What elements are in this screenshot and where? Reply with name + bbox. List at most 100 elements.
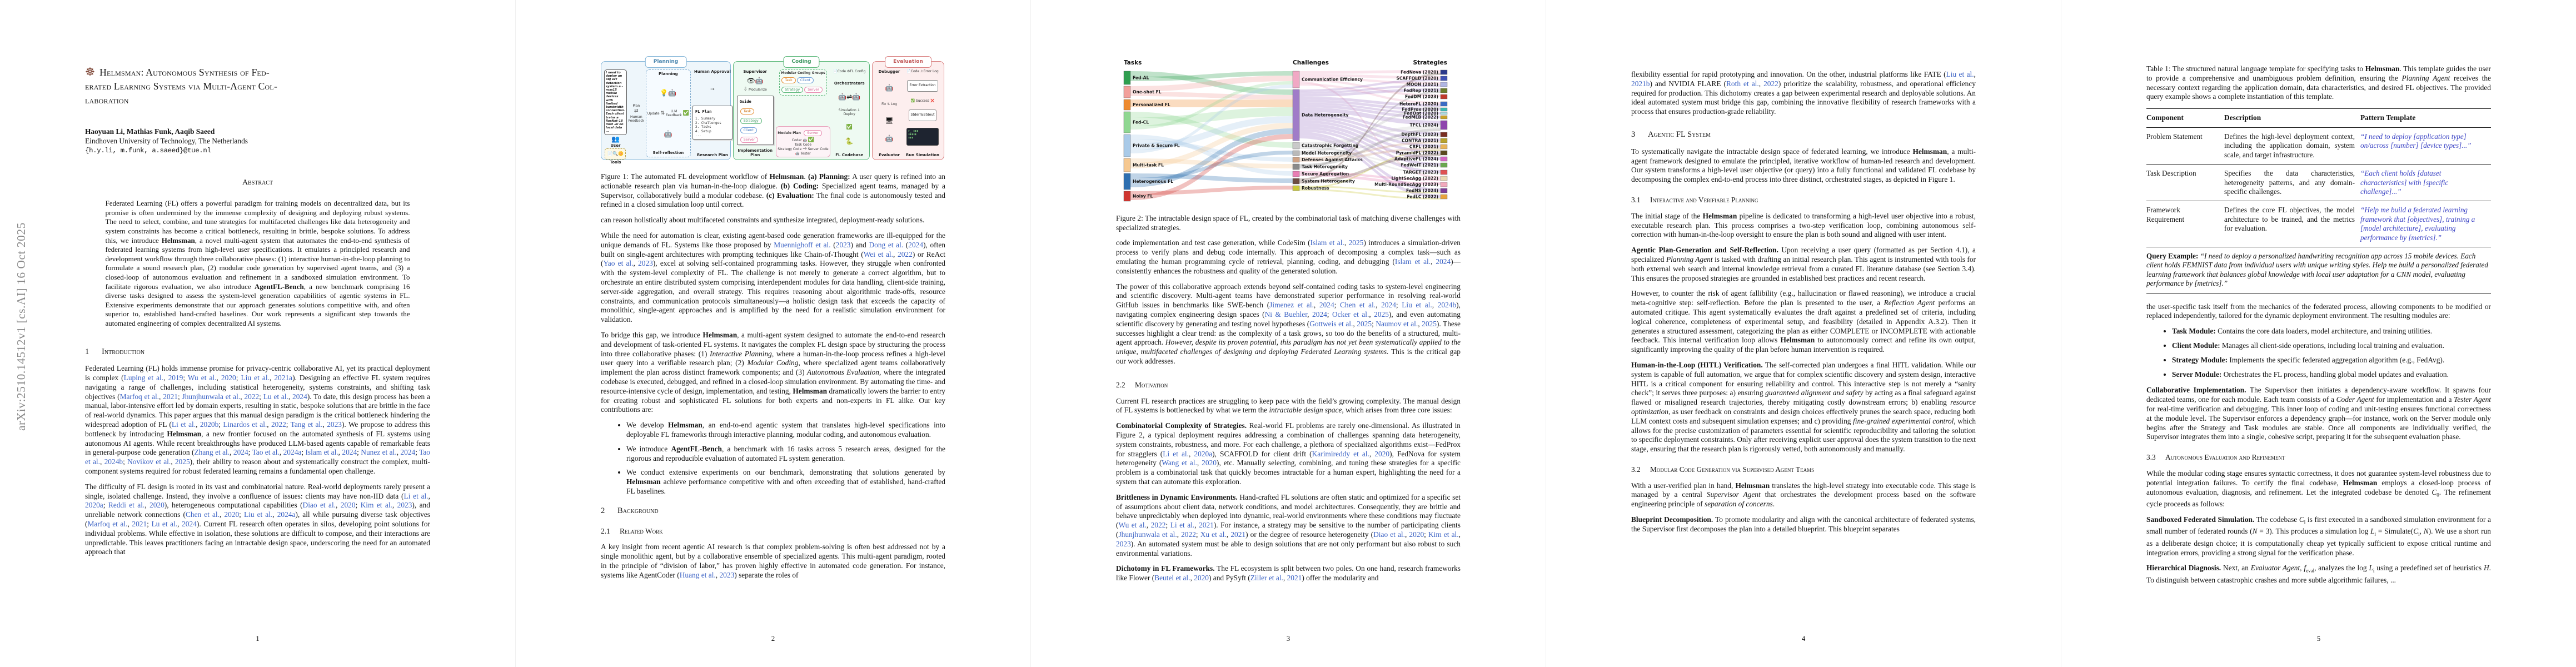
citation-link[interactable]: Islam et al. — [305, 448, 338, 457]
citation-link[interactable]: Ocker et al. — [1332, 310, 1369, 318]
citation-link[interactable]: Li et al. — [1163, 449, 1189, 458]
citation-link[interactable]: Kim et al. — [360, 501, 392, 510]
citation-link[interactable]: 2022 — [1150, 521, 1166, 530]
citation-link[interactable]: Ni & Buehler — [1264, 310, 1308, 318]
citation-link[interactable]: Nunez et al. — [361, 448, 397, 457]
citation-link[interactable]: 2024b — [104, 457, 123, 466]
citation-link[interactable]: Li et al. — [171, 420, 196, 429]
citation-link[interactable]: Kim et al. — [1428, 530, 1459, 539]
citation-link[interactable]: Diao et al. — [1373, 530, 1405, 539]
citation-link[interactable]: 2024 — [1319, 301, 1334, 310]
citation-link[interactable]: 2020a — [85, 501, 103, 510]
citation-link[interactable]: Chen et al. — [185, 510, 220, 519]
citation-link[interactable]: 2021 — [1230, 530, 1246, 539]
citation-link[interactable]: 2024 — [908, 240, 924, 249]
citation-link[interactable]: 2020 — [340, 501, 356, 510]
citation-link[interactable]: 2024 — [233, 448, 248, 457]
citation-link[interactable]: 2024a — [283, 448, 302, 457]
citation-link[interactable]: 2024 — [1312, 310, 1327, 318]
citation-link[interactable]: 2020 — [221, 374, 236, 382]
citation-link[interactable]: 2025 — [1357, 319, 1372, 328]
citation-link[interactable]: Ziller et al. — [1250, 574, 1283, 583]
citation-link[interactable]: Li et al. — [1170, 521, 1195, 530]
citation-link[interactable]: 2020a — [1194, 449, 1213, 458]
citation-link[interactable]: 2020b — [200, 420, 219, 429]
citation-link[interactable]: 2021 — [1199, 521, 1214, 530]
citation-link[interactable]: 2025 — [1422, 319, 1437, 328]
citation-link[interactable]: Beutel et al. — [1154, 574, 1190, 583]
citation-link[interactable]: 2023 — [638, 259, 653, 268]
citation-link[interactable]: 2021b — [1631, 79, 1650, 88]
citation-link[interactable]: 2024 — [292, 392, 307, 401]
citation-link[interactable]: 2023 — [397, 501, 412, 510]
citation-link[interactable]: Li et al. — [403, 491, 428, 500]
citation-link[interactable]: Marfoq et al. — [87, 520, 128, 529]
citation-link[interactable]: Roth et al. — [1726, 79, 1759, 88]
citation-link[interactable]: Wu et al. — [187, 374, 217, 382]
citation-link[interactable]: Huang et al. — [679, 570, 716, 579]
citation-link[interactable]: 2022 — [1763, 79, 1778, 88]
citation-link[interactable]: Marfoq et al. — [119, 392, 160, 401]
citation-link[interactable]: 2022 — [244, 392, 260, 401]
citation-link[interactable]: Wu et al. — [1118, 521, 1147, 530]
citation-link[interactable]: 2023 — [835, 240, 851, 249]
citation-link[interactable]: 2020 — [1202, 459, 1217, 467]
citation-link[interactable]: Naumov et al. — [1376, 319, 1418, 328]
citation-link[interactable]: 2021 — [163, 392, 178, 401]
citation-link[interactable]: 2020 — [150, 501, 165, 510]
citation-link[interactable]: Jhunjhunwala et al. — [1118, 530, 1177, 539]
citation-link[interactable]: Islam et al. — [1394, 257, 1431, 266]
citation-link[interactable]: Liu et al. — [241, 374, 270, 382]
citation-link[interactable]: 2023 — [719, 570, 735, 579]
citation-link[interactable]: Chen et al. — [1340, 301, 1376, 310]
citation-link[interactable]: Karimireddy et al. — [1312, 449, 1369, 458]
citation-link[interactable]: Xu et al. — [1200, 530, 1227, 539]
citation-link[interactable]: Jimenez et al. — [1269, 301, 1314, 310]
citation-link[interactable]: Islam et al. — [1310, 238, 1344, 247]
citation-link[interactable]: 2021 — [1287, 574, 1302, 583]
citation-link[interactable]: 2024 — [1436, 257, 1451, 266]
citation-link[interactable]: Dong et al. — [869, 240, 904, 249]
citation-link[interactable]: Yao et al. — [603, 259, 634, 268]
citation-link[interactable]: 2024a — [277, 510, 296, 519]
citation-link[interactable]: 2023 — [1116, 539, 1131, 548]
citation-link[interactable]: 2020 — [1194, 574, 1209, 583]
citation-link[interactable]: Jhunjhunwala et al. — [182, 392, 241, 401]
citation-link[interactable]: Wang et al. — [1162, 459, 1197, 467]
citation-link[interactable]: 2022 — [271, 420, 286, 429]
citation-link[interactable]: 2025 — [1348, 238, 1364, 247]
citation-link[interactable]: Liu et al. — [1402, 301, 1432, 310]
citation-link[interactable]: Tao et al. — [85, 448, 430, 466]
citation-link[interactable]: Zhang et al. — [194, 448, 230, 457]
citation-link[interactable]: 2024 — [1381, 301, 1396, 310]
citation-link[interactable]: 2021a — [274, 374, 293, 382]
author-emails[interactable]: {h.y.li, m.funk, a.saeed}@tue.nl — [85, 146, 211, 155]
citation-link[interactable]: Wei et al. — [863, 250, 893, 258]
citation-link[interactable]: 2025 — [175, 457, 190, 466]
citation-link[interactable]: 2023 — [327, 420, 342, 429]
citation-link[interactable]: 2021 — [132, 520, 147, 529]
citation-link[interactable]: 2024b — [1437, 301, 1457, 310]
citation-link[interactable]: Lu et al. — [263, 392, 288, 401]
citation-link[interactable]: 2020 — [1374, 449, 1390, 458]
citation-link[interactable]: Liu et al. — [243, 510, 273, 519]
citation-link[interactable]: 2019 — [168, 374, 183, 382]
citation-link[interactable]: Luping et al. — [123, 374, 164, 382]
citation-link[interactable]: 2020 — [1409, 530, 1424, 539]
citation-link[interactable]: 2025 — [1374, 310, 1389, 318]
citation-link[interactable]: Tang et al. — [290, 420, 323, 429]
citation-link[interactable]: 2024 — [342, 448, 357, 457]
citation-link[interactable]: 2024 — [400, 448, 416, 457]
citation-link[interactable]: Novikov et al. — [127, 457, 171, 466]
citation-link[interactable]: 2024 — [182, 520, 197, 529]
citation-link[interactable]: 2020 — [224, 510, 240, 519]
citation-link[interactable]: 2022 — [1181, 530, 1196, 539]
citation-link[interactable]: Gottweis et al. — [1309, 319, 1353, 328]
citation-link[interactable]: Diao et al. — [302, 501, 336, 510]
citation-link[interactable]: Linardos et al. — [223, 420, 267, 429]
citation-link[interactable]: Reddi et al. — [108, 501, 145, 510]
citation-link[interactable]: Muennighoff et al. — [774, 240, 831, 249]
citation-link[interactable]: Lu et al. — [151, 520, 178, 529]
citation-link[interactable]: 2022 — [898, 250, 913, 258]
citation-link[interactable]: Liu et al. — [1946, 70, 1974, 78]
